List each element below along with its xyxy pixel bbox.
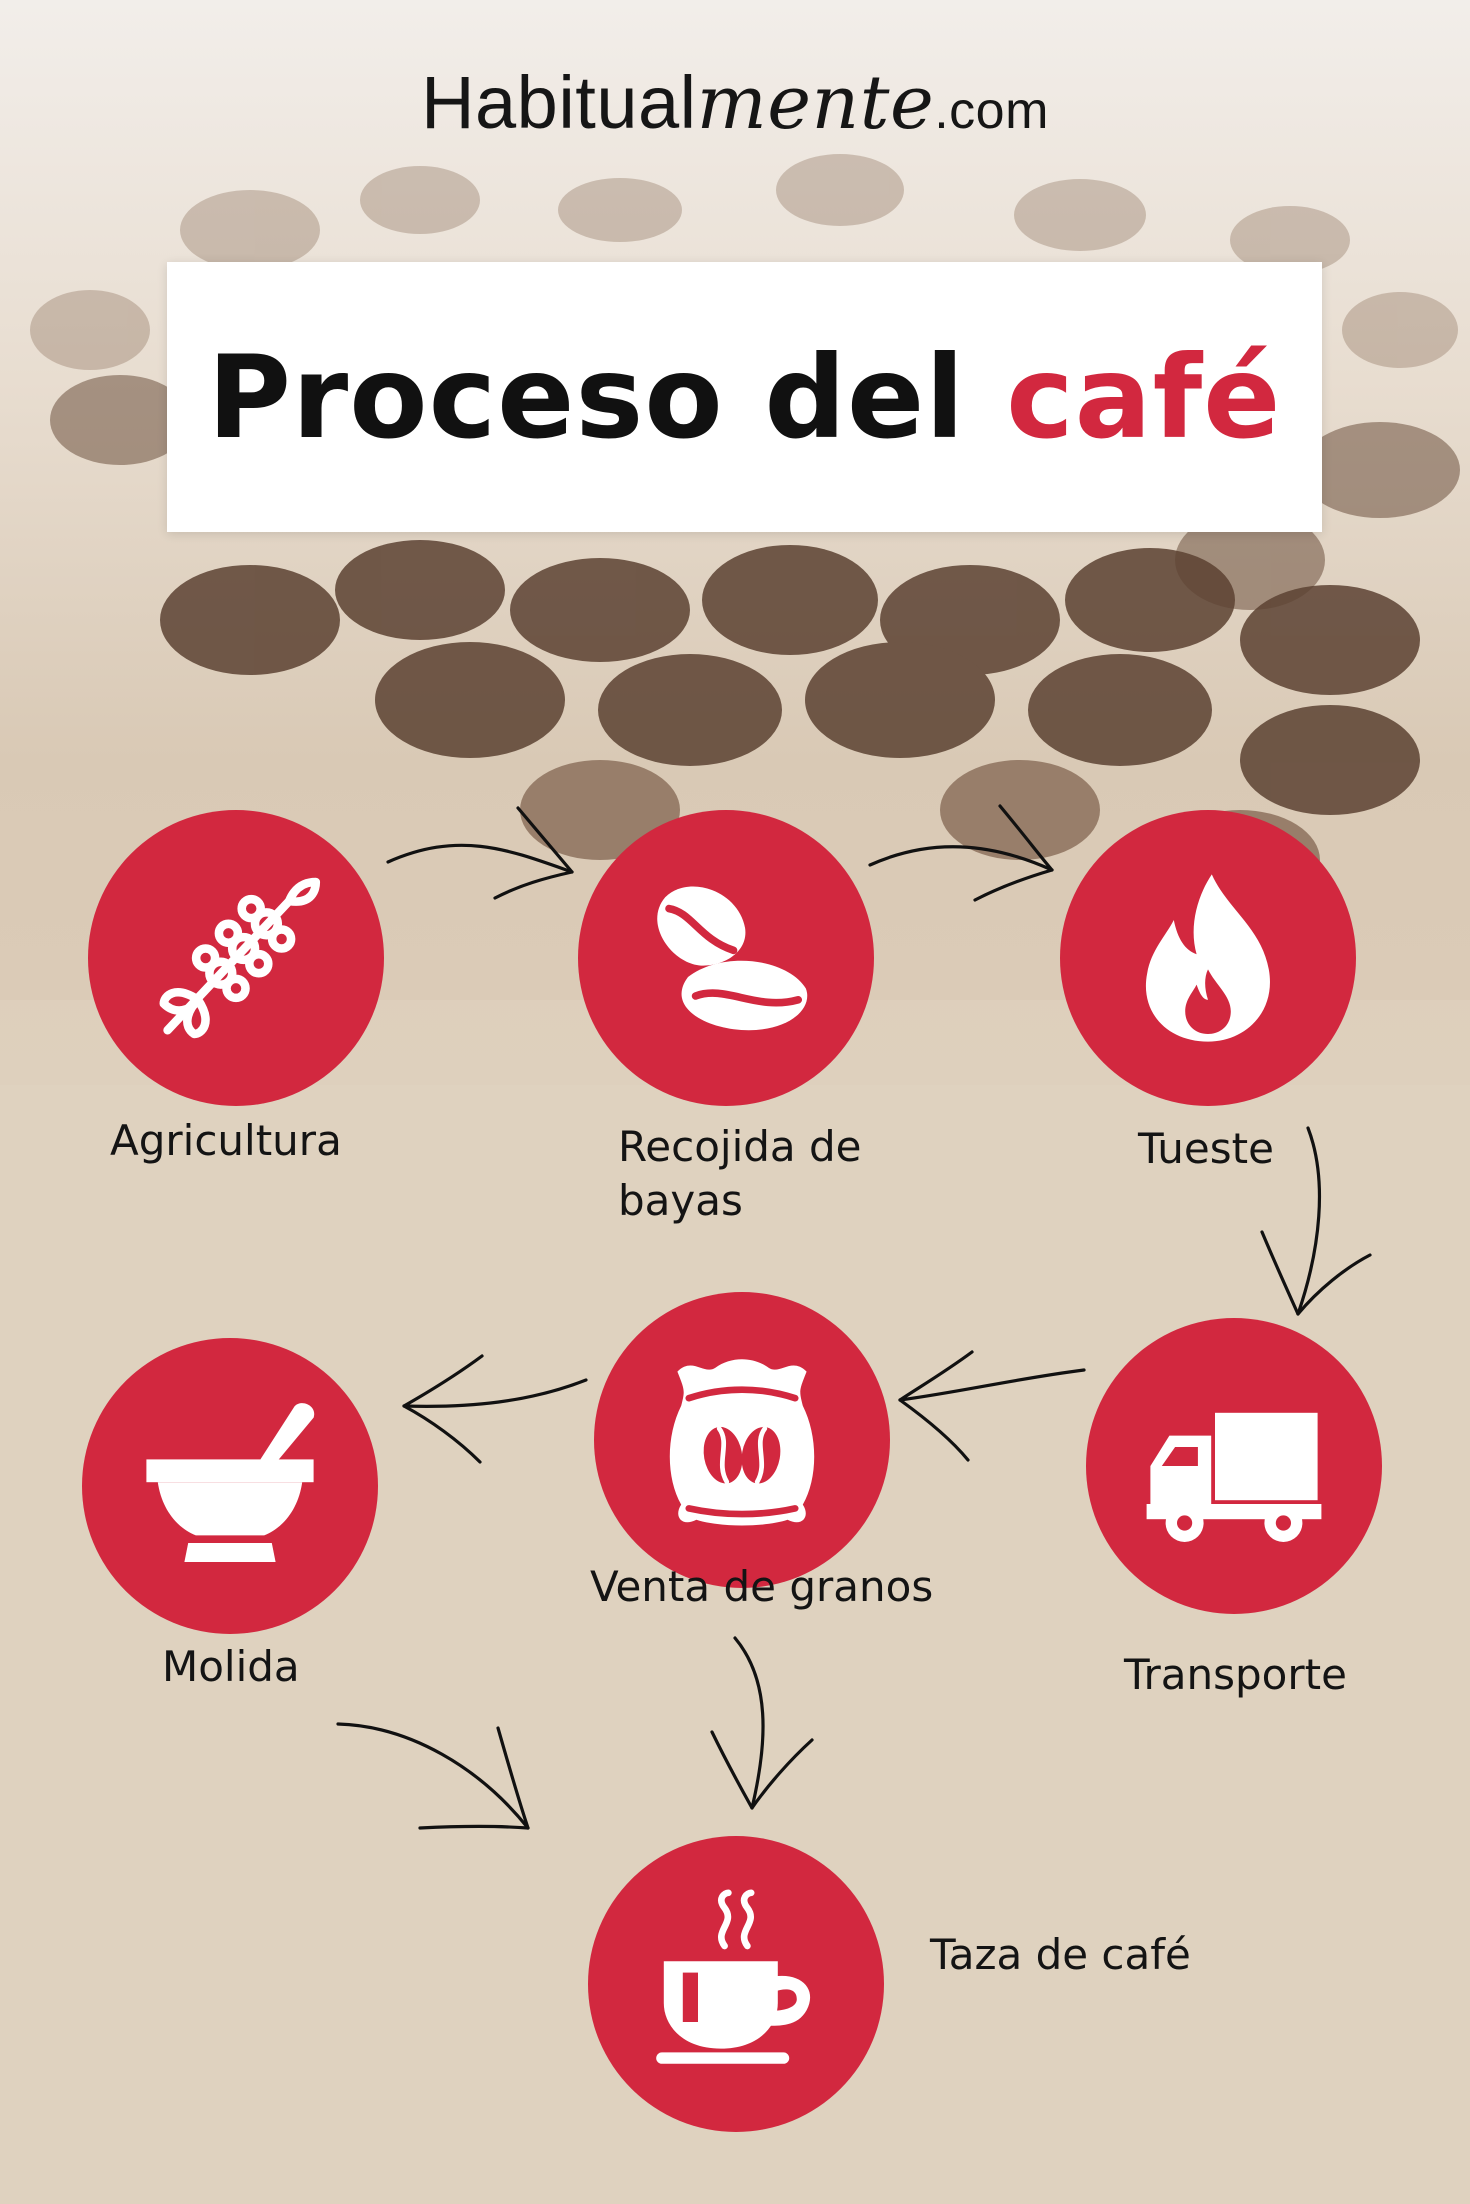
title-box: Proceso del café [167, 262, 1322, 532]
flame-icon [1145, 874, 1270, 1042]
arrow-4-to-5 [898, 1350, 1086, 1462]
brand-logo: Habitualmente.com [0, 60, 1470, 146]
title-main: Proceso del [207, 330, 966, 464]
step-agricultura [88, 810, 384, 1106]
label-tueste: Tueste [1138, 1124, 1274, 1173]
label-molida: Molida [162, 1642, 300, 1691]
arrow-5-to-6 [402, 1354, 588, 1464]
coffee-cup-icon [656, 1889, 811, 2064]
page-title: Proceso del café [208, 331, 1282, 464]
step-venta [594, 1292, 890, 1588]
brand-suffix: .com [934, 82, 1049, 140]
wheat-icon [159, 877, 321, 1039]
step-transporte [1086, 1318, 1382, 1614]
coffee-beans-icon [657, 886, 808, 1031]
arrow-5-to-7 [710, 1636, 814, 1810]
label-recojida: Recojida de bayas [618, 1122, 862, 1225]
arrow-1-to-2 [386, 806, 574, 900]
arrow-3-to-4 [1260, 1126, 1372, 1316]
step-taza [588, 1836, 884, 2132]
label-agricultura: Agricultura [110, 1116, 342, 1165]
arrow-6-to-7 [336, 1722, 530, 1830]
mortar-pestle-icon [146, 1403, 315, 1562]
label-transporte: Transporte [1124, 1650, 1347, 1699]
brand-prefix: Habitual [421, 61, 697, 144]
coffee-sack-icon [669, 1359, 815, 1526]
title-highlight: café [1006, 330, 1282, 464]
step-tueste [1060, 810, 1356, 1106]
label-venta: Venta de granos [590, 1562, 934, 1611]
arrow-2-to-3 [868, 804, 1054, 902]
step-molida [82, 1338, 378, 1634]
truck-icon [1146, 1412, 1322, 1542]
brand-italic: mente [696, 60, 935, 146]
label-taza: Taza de café [930, 1930, 1191, 1979]
step-recojida [578, 810, 874, 1106]
